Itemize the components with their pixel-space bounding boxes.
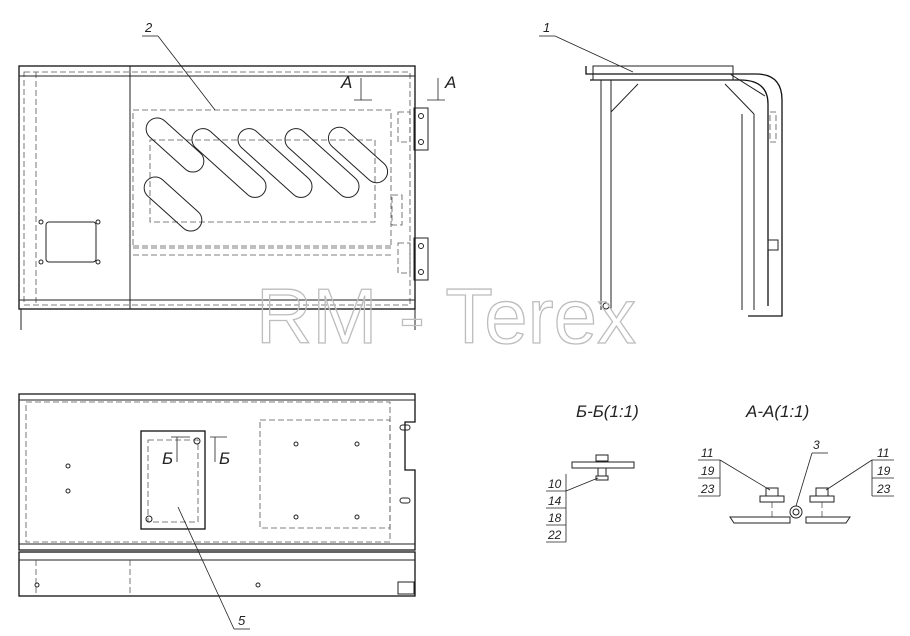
- section-mark-a-left: A: [340, 73, 352, 92]
- callout-1-label: 1: [543, 20, 550, 35]
- section-bb: Б-Б(1:1) 10 14 18 22: [546, 402, 639, 543]
- section-aa-left-part-3: 23: [700, 482, 715, 496]
- section-aa-right-part-3: 23: [876, 482, 891, 496]
- section-aa-right-part-1: 11: [877, 446, 889, 460]
- section-bb-part-3: 18: [548, 511, 562, 525]
- section-mark-b-right: Б: [219, 449, 230, 468]
- callout-3-label: 3: [813, 438, 820, 452]
- section-bb-title: Б-Б(1:1): [576, 402, 639, 421]
- callout-2-label: 2: [144, 20, 153, 35]
- watermark-text: RM - Terex: [256, 272, 636, 360]
- callout-1: 1: [539, 20, 634, 73]
- section-aa-left-part-1: 11: [701, 446, 713, 460]
- section-aa-title: А-А(1:1): [745, 402, 809, 421]
- section-aa: А-А(1:1) 3 11 19 23 11 19 23: [698, 402, 894, 524]
- section-bb-part-1: 10: [548, 477, 562, 491]
- section-mark-a-right: A: [444, 73, 456, 92]
- callout-2: 2: [142, 20, 216, 111]
- section-bb-part-4: 22: [547, 528, 562, 542]
- side-view: [585, 65, 783, 317]
- section-mark-b-left: Б: [162, 449, 173, 468]
- callout-5-label: 5: [238, 613, 246, 628]
- section-bb-part-2: 14: [548, 494, 562, 508]
- callout-5: 5: [177, 506, 250, 630]
- section-aa-left-part-2: 19: [701, 464, 715, 478]
- plan-view: Б Б: [18, 393, 416, 597]
- slot-row: [143, 117, 389, 232]
- front-view: A A: [18, 65, 456, 330]
- section-aa-right-part-2: 19: [877, 464, 891, 478]
